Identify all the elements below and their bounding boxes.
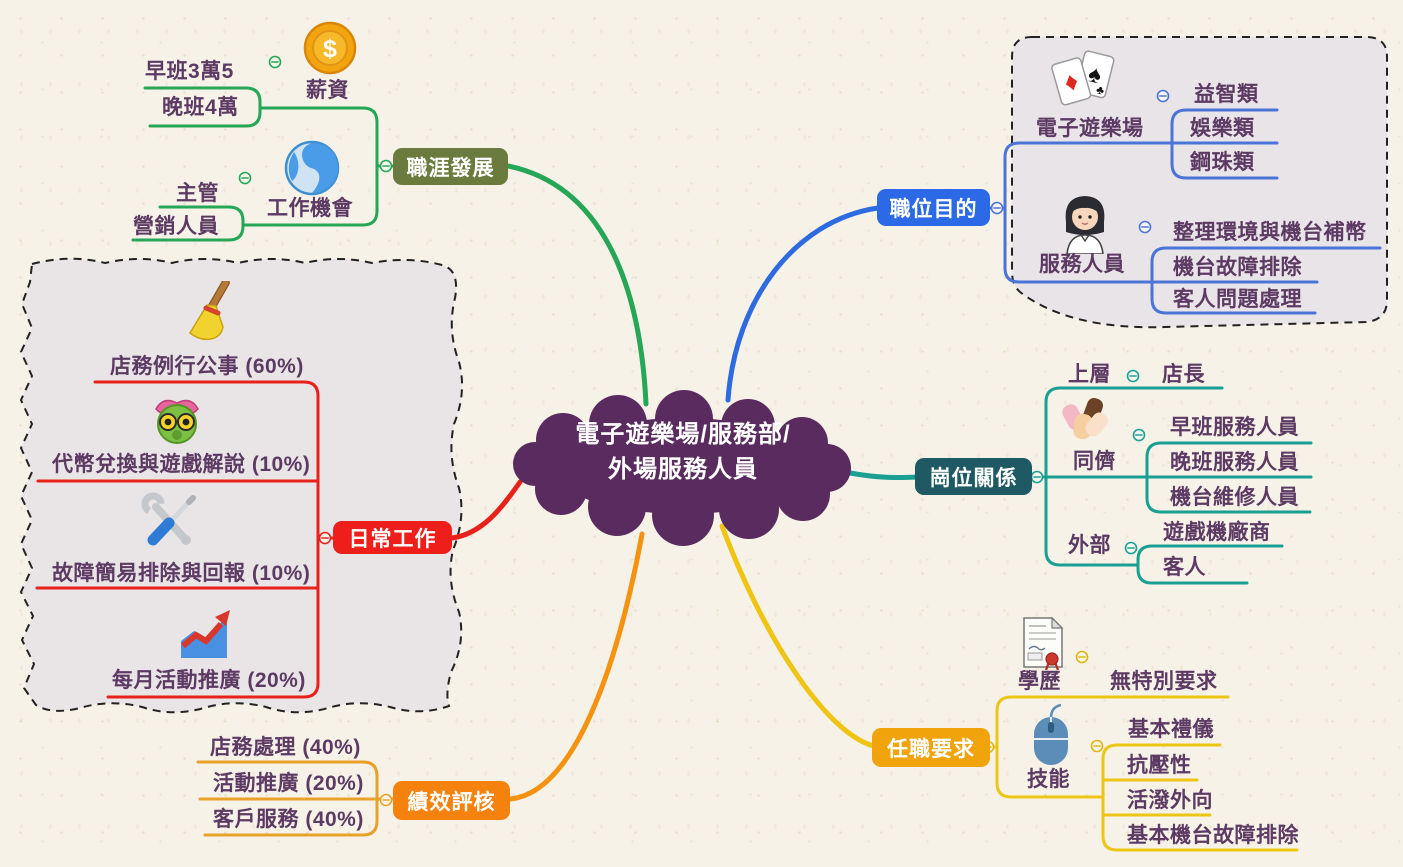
- label-upper-level[interactable]: 上層: [1068, 363, 1111, 386]
- central-topic[interactable]: 電子遊樂場/服務部/ 外場服務人員: [528, 418, 838, 488]
- broom-icon: [178, 278, 236, 343]
- item-morning-staff[interactable]: 早班服務人員: [1170, 416, 1299, 439]
- item-token-exchange[interactable]: 代幣兌換與遊戲解說 (10%): [52, 453, 311, 476]
- item-customer-service[interactable]: 客戶服務 (40%): [213, 808, 364, 831]
- label-skills[interactable]: 技能: [1027, 768, 1070, 791]
- woman-icon: [1058, 190, 1112, 255]
- branch-node-purpose[interactable]: 職位目的: [877, 189, 990, 226]
- item-store-handling[interactable]: 店務處理 (40%): [210, 736, 361, 759]
- item-customers[interactable]: 客人: [1163, 556, 1206, 579]
- daily-branch-lines: [35, 380, 335, 699]
- item-store-manager[interactable]: 店長: [1162, 363, 1205, 386]
- item-routine-duties[interactable]: 店務例行公事 (60%): [110, 355, 304, 378]
- item-marketing-staff[interactable]: 營銷人員: [133, 215, 219, 238]
- item-evening-salary[interactable]: 晚班4萬: [162, 96, 239, 119]
- playing-cards-icon: ♠ ♣ ♦: [1051, 48, 1117, 114]
- item-basic-troubleshoot[interactable]: 基本機台故障排除: [1127, 824, 1299, 847]
- tools-icon: [139, 492, 201, 554]
- item-game-vendor[interactable]: 遊戲機廠商: [1163, 521, 1271, 544]
- item-puzzle-games[interactable]: 益智類: [1194, 83, 1259, 106]
- branch-node-career[interactable]: 職涯發展: [393, 148, 508, 185]
- globe-icon: [283, 139, 341, 197]
- item-customer-issues[interactable]: 客人問題處理: [1173, 288, 1302, 311]
- label-job-opportunity[interactable]: 工作機會: [267, 197, 353, 220]
- relations-branch-lines: [1030, 386, 1313, 585]
- boundary-purpose: [1011, 36, 1388, 329]
- label-peers[interactable]: 同儕: [1073, 450, 1116, 473]
- item-clean-refill[interactable]: 整理環境與機台補幣: [1173, 221, 1367, 244]
- item-monthly-promotion[interactable]: 每月活動推廣 (20%): [112, 669, 306, 692]
- label-service-staff[interactable]: 服務人員: [1039, 253, 1125, 276]
- caterpillar-icon: [150, 392, 204, 446]
- item-evening-staff[interactable]: 晚班服務人員: [1170, 451, 1299, 474]
- hands-icon: [1057, 396, 1115, 448]
- item-morning-salary[interactable]: 早班3萬5: [145, 60, 234, 83]
- branch-node-relations[interactable]: 崗位關係: [915, 458, 1032, 495]
- central-topic-cloud[interactable]: [513, 390, 851, 546]
- collapse-buttons[interactable]: [238, 55, 1170, 807]
- item-pachinko-games[interactable]: 鋼珠類: [1190, 151, 1255, 174]
- item-entertainment-games[interactable]: 娛樂類: [1190, 117, 1255, 140]
- central-topic-line2: 外場服務人員: [608, 455, 758, 483]
- label-salary[interactable]: 薪資: [306, 79, 349, 102]
- coin-icon: $: [303, 20, 357, 76]
- branch-node-daily[interactable]: 日常工作: [333, 521, 452, 554]
- item-repair-staff[interactable]: 機台維修人員: [1170, 486, 1299, 509]
- label-arcade[interactable]: 電子遊樂場: [1036, 117, 1144, 140]
- item-no-special-requirement[interactable]: 無特別要求: [1110, 670, 1218, 693]
- item-machine-troubleshoot[interactable]: 機台故障排除: [1173, 256, 1302, 279]
- career-branch-lines: [131, 86, 395, 242]
- svg-text:$: $: [323, 35, 337, 63]
- central-topic-line1: 電子遊樂場/服務部/: [575, 421, 791, 448]
- mouse-icon: [1030, 703, 1072, 767]
- item-stress-tolerance[interactable]: 抗壓性: [1127, 754, 1192, 777]
- item-simple-repair-report[interactable]: 故障簡易排除與回報 (10%): [52, 562, 311, 585]
- evaluation-branch-lines: [196, 760, 395, 837]
- item-event-promotion[interactable]: 活動推廣 (20%): [213, 772, 364, 795]
- main-branch-curves: [449, 163, 920, 802]
- svg-text:♣: ♣: [1095, 82, 1106, 98]
- label-external[interactable]: 外部: [1068, 534, 1111, 557]
- chart-up-icon: [176, 604, 232, 660]
- item-basic-etiquette[interactable]: 基本禮儀: [1128, 718, 1214, 741]
- label-education[interactable]: 學歷: [1018, 670, 1061, 693]
- branch-node-requirements[interactable]: 任職要求: [872, 728, 990, 767]
- certificate-icon: [1021, 616, 1065, 671]
- item-outgoing[interactable]: 活潑外向: [1127, 789, 1213, 812]
- boundary-daily: [19, 257, 463, 714]
- item-supervisor[interactable]: 主管: [176, 182, 219, 205]
- purpose-branch-lines: [988, 108, 1382, 315]
- branch-node-evaluation[interactable]: 績效評核: [393, 781, 510, 820]
